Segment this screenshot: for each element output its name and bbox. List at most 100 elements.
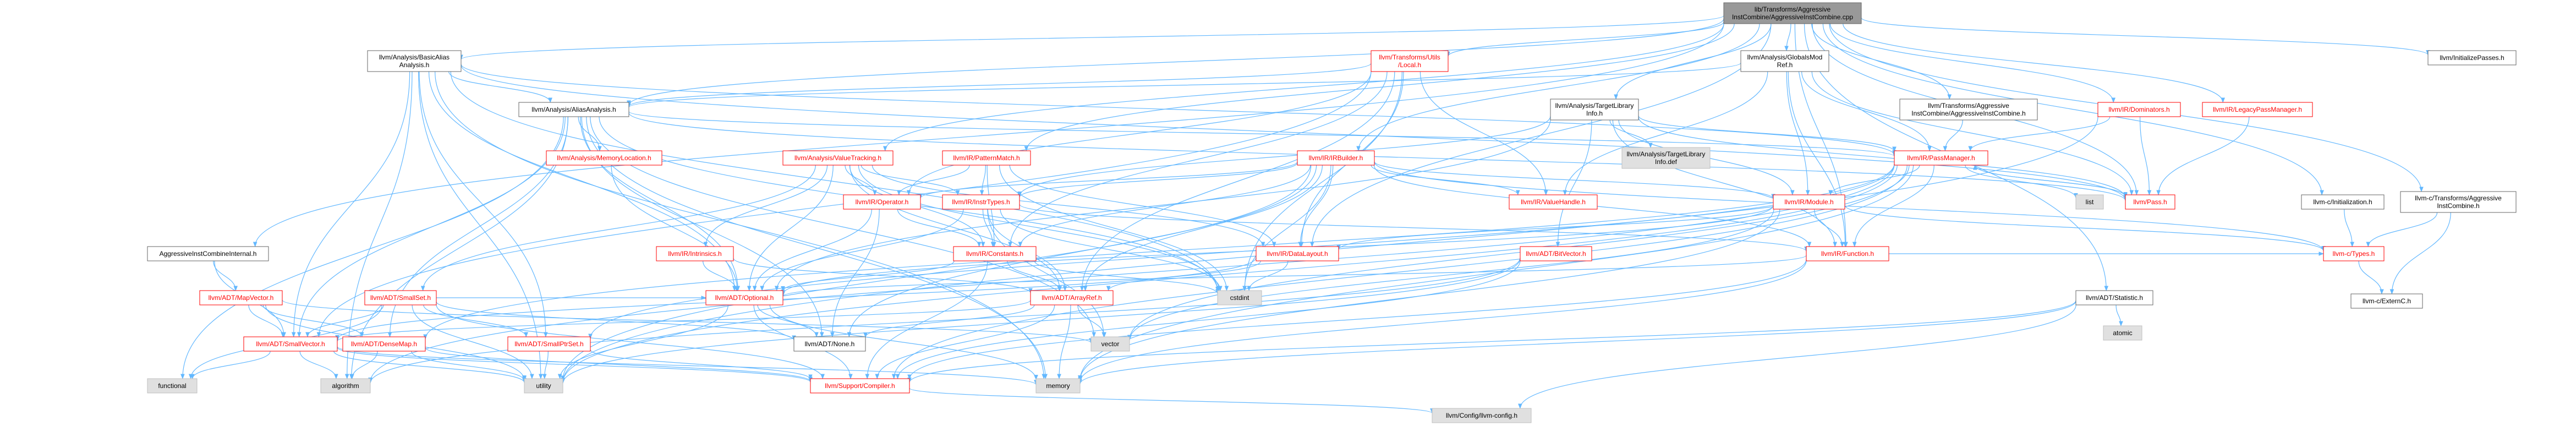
node-transutils-label: llvm/Transforms/Utils <box>1379 53 1440 61</box>
node-mapvector[interactable]: llvm/ADT/MapVector.h <box>199 290 283 305</box>
node-cinit[interactable]: llvm-c/Initialization.h <box>2301 194 2385 210</box>
node-valuehandle-box <box>1509 194 1598 210</box>
node-compiler-label: llvm/Support/Compiler.h <box>825 382 895 390</box>
node-aliasanalysis[interactable]: llvm/Analysis/AliasAnalysis.h <box>518 102 629 117</box>
node-aicpub[interactable]: llvm/Transforms/AggressiveInstCombine/Ag… <box>1899 99 2038 121</box>
node-insttypes[interactable]: llvm/IR/InstrTypes.h <box>942 194 1020 210</box>
node-module-label: llvm/IR/Module.h <box>1784 198 1833 206</box>
node-transutils[interactable]: llvm/Transforms/Utils/Local.h <box>1371 50 1449 72</box>
node-optional[interactable]: llvm/ADT/Optional.h <box>705 290 783 305</box>
node-llvmconfig[interactable]: llvm/Config/llvm-config.h <box>1432 408 1532 423</box>
node-irbuilder-label: llvm/IR/IRBuilder.h <box>1309 154 1363 162</box>
edge-targetlib-to-passmanager <box>1638 115 1897 152</box>
node-atomic[interactable]: atomic <box>2103 325 2142 341</box>
node-passmanager[interactable]: llvm/IR/PassManager.h <box>1894 150 1988 166</box>
node-irbuilder-box <box>1297 150 1375 166</box>
node-intrinsics[interactable]: llvm/IR/Intrinsics.h <box>656 246 734 261</box>
node-arrayref-label: llvm/ADT/ArrayRef.h <box>1042 294 1101 302</box>
node-patternmatch-box <box>942 150 1031 166</box>
node-algorithm-box <box>320 378 371 394</box>
node-vector[interactable]: vector <box>1090 336 1130 352</box>
edge-aliasanalysis-to-none <box>581 116 824 337</box>
node-smallvector[interactable]: llvm/ADT/SmallVector.h <box>243 336 338 352</box>
node-smallset-label: llvm/ADT/SmallSet.h <box>370 294 431 302</box>
node-datalayout[interactable]: llvm/IR/DataLayout.h <box>1256 246 1339 261</box>
node-tlidef-label: llvm/Analysis/TargetLibrary <box>1627 150 1706 158</box>
node-aicinternal[interactable]: AggressiveInstCombineInternal.h <box>147 246 269 261</box>
edge-operator-to-none <box>830 209 880 337</box>
edge-transutils-to-aliasanalysis <box>627 63 1372 107</box>
node-irbuilder[interactable]: llvm/IR/IRBuilder.h <box>1297 150 1375 166</box>
edge-pass-to-passmanager <box>1972 165 2126 197</box>
node-functional[interactable]: functional <box>147 378 198 394</box>
edge-datalayout-to-cstdint <box>1247 260 1289 291</box>
node-initpasses[interactable]: llvm/InitializePasses.h <box>2427 50 2517 65</box>
node-utility[interactable]: utility <box>524 378 563 394</box>
node-function-box <box>1806 246 1889 261</box>
node-function-label: llvm/IR/Function.h <box>1821 250 1874 258</box>
node-list-label: list <box>2086 198 2094 206</box>
node-smallset[interactable]: llvm/ADT/SmallSet.h <box>364 290 437 305</box>
edge-basicaa-to-pass <box>461 64 2128 201</box>
node-pass[interactable]: llvm/Pass.h <box>2125 194 2175 210</box>
node-algorithm[interactable]: algorithm <box>320 378 371 394</box>
node-smallptrset[interactable]: llvm/ADT/SmallPtrSet.h <box>507 336 591 352</box>
edge-root-to-irbuilder <box>1356 23 1760 151</box>
edge-transutils-to-cstdint <box>1242 71 1402 291</box>
node-memory[interactable]: memory <box>1035 378 1081 394</box>
edge-smallvector-to-algorithm <box>299 351 338 379</box>
node-arrayref[interactable]: llvm/ADT/ArrayRef.h <box>1030 290 1114 305</box>
node-constants[interactable]: llvm/IR/Constants.h <box>953 246 1037 261</box>
node-none[interactable]: llvm/ADT/None.h <box>793 336 866 352</box>
node-module[interactable]: llvm/IR/Module.h <box>1773 194 1845 210</box>
edge-basicaa-to-passmanager <box>461 64 1897 156</box>
node-arrayref-box <box>1030 290 1114 305</box>
edge-basicaa-to-smallptrset <box>419 71 548 337</box>
node-root[interactable]: lib/Transforms/AggressiveInstCombine/Agg… <box>1723 2 1862 24</box>
node-ctypes[interactable]: llvm-c/Types.h <box>2323 246 2385 261</box>
edge-constants-to-arrayref <box>1007 260 1062 291</box>
node-valuehandle[interactable]: llvm/IR/ValueHandle.h <box>1509 194 1598 210</box>
node-dominators[interactable]: llvm/IR/Dominators.h <box>2097 102 2181 117</box>
edge-bitvector-to-compiler <box>895 260 1521 379</box>
node-caic[interactable]: llvm-c/Transforms/AggressiveInstCombine.… <box>2400 191 2517 213</box>
node-valuetracking[interactable]: llvm/Analysis/ValueTracking.h <box>782 150 894 166</box>
node-smallvector-label: llvm/ADT/SmallVector.h <box>256 340 325 348</box>
node-densemap-label: llvm/ADT/DenseMap.h <box>351 340 417 348</box>
edge-aliasanalysis-to-vector <box>590 116 1097 337</box>
edge-passmanager-to-function <box>1852 165 1934 247</box>
node-function[interactable]: llvm/IR/Function.h <box>1806 246 1889 261</box>
node-densemap[interactable]: llvm/ADT/DenseMap.h <box>342 336 426 352</box>
edge-root-to-valuetracking <box>883 23 1724 151</box>
node-mapvector-box <box>199 290 283 305</box>
node-root-label: InstCombine/AggressiveInstCombine.cpp <box>1732 13 1853 21</box>
node-patternmatch[interactable]: llvm/IR/PatternMatch.h <box>942 150 1031 166</box>
edge-aliasanalysis-to-optional <box>580 116 741 291</box>
edge-densemap-to-utility <box>411 351 527 381</box>
edge-bitvector-to-algorithm <box>368 258 1521 384</box>
node-cstdint[interactable]: cstdint <box>1217 290 1262 305</box>
edge-datalayout-to-arrayref <box>1106 260 1261 291</box>
node-compiler[interactable]: llvm/Support/Compiler.h <box>810 378 910 394</box>
node-legacypm[interactable]: llvm/IR/LegacyPassManager.h <box>2202 102 2313 117</box>
edge-ctypes-to-cextern <box>2358 260 2384 294</box>
node-statistic[interactable]: llvm/ADT/Statistic.h <box>2075 290 2153 305</box>
node-operator[interactable]: llvm/IR/Operator.h <box>843 194 921 210</box>
edge-compiler-to-llvmconfig <box>909 387 1434 414</box>
node-cextern[interactable]: llvm-c/ExternC.h <box>2350 293 2423 309</box>
edge-operator-to-optional <box>752 209 872 291</box>
node-memloc[interactable]: llvm/Analysis/MemoryLocation.h <box>546 150 662 166</box>
edge-datalayout-to-smallvector <box>335 257 1257 341</box>
node-list[interactable]: list <box>2075 194 2104 210</box>
node-vector-box <box>1090 336 1130 352</box>
edge-globalsmod-to-valuehandle <box>1563 71 1768 195</box>
edge-aliasanalysis-to-functional <box>180 116 564 379</box>
node-statistic-label: llvm/ADT/Statistic.h <box>2086 294 2143 302</box>
node-atomic-box <box>2103 325 2142 341</box>
edge-insttypes-to-optional <box>760 209 964 291</box>
node-bitvector[interactable]: llvm/ADT/BitVector.h <box>1520 246 1592 261</box>
